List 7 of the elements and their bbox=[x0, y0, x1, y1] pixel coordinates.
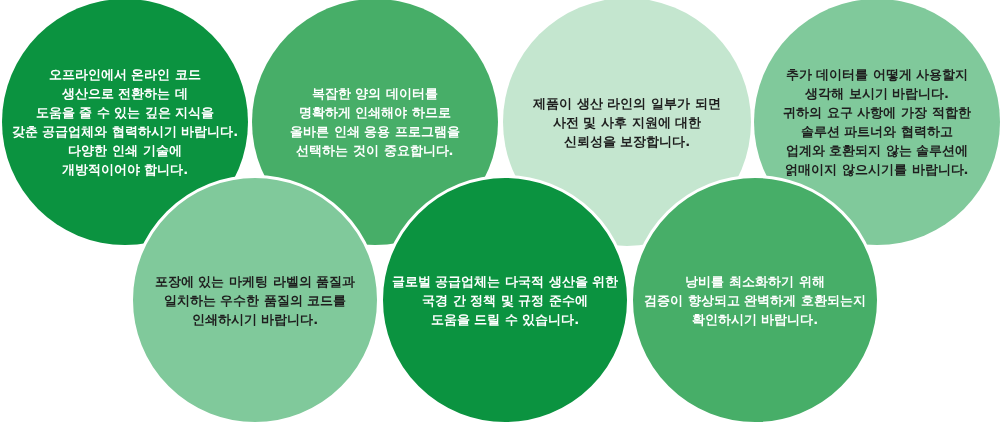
circle-text: 포장에 있는 마케팅 라벨의 품질과 일치하는 우수한 품질의 코드를 인쇄하시기 바랍니다. bbox=[154, 272, 356, 329]
circle-text: 글로벌 공급업체는 다국적 생산을 위한 국경 간 정책 및 규정 준수에 도움을 드릴 수 있습니다. bbox=[391, 272, 619, 329]
circle-text: 제품이 생산 라인의 일부가 되면 사전 및 사후 지원에 대한 신뢰성을 보장합니다. bbox=[533, 94, 721, 151]
circle-text: 낭비를 최소화하기 위해 검증이 향상되고 완벽하게 호환되는지 확인하시기 바랍니다. bbox=[644, 272, 866, 329]
circle-text: 추가 데이터를 어떻게 사용할지 생각해 보시기 바랍니다. 귀하의 요구 사항에 가장 적합한 솔루션 파트너와 협력하고 업계와 호환되지 않는 솔루션에 얽매이지 않으시기를 바랍니다. bbox=[783, 66, 971, 179]
circle-text: 오프라인에서 온라인 코드 생산으로 전환하는 데 도움을 줄 수 있는 깊은 지식을 갖춘 공급업체와 협력하시기 바랍니다. 다양한 인쇄 기술에 개방적이어야 합니다. bbox=[11, 66, 239, 179]
circle-text: 복잡한 양의 데이터를 명확하게 인쇄해야 하므로 올바른 인쇄 응용 프로그램을 선택하는 것이 중요합니다. bbox=[290, 85, 460, 160]
